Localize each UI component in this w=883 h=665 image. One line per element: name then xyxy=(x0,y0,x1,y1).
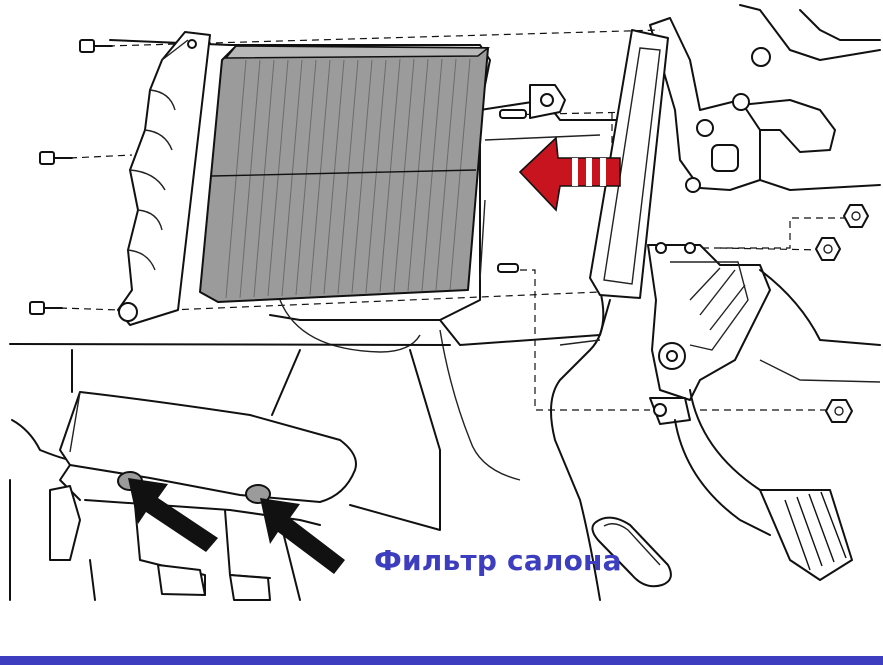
filter-cover xyxy=(117,31,211,326)
floor-opening xyxy=(591,516,672,588)
pedal-assembly xyxy=(647,242,881,581)
heater-housing xyxy=(9,39,626,601)
red-insert-arrow-icon xyxy=(518,136,621,212)
filter-bracket xyxy=(497,84,566,273)
bottom-accent-bar xyxy=(0,656,883,665)
diagram-caption: Фильтр салона xyxy=(374,544,622,577)
nuts-right xyxy=(815,204,869,423)
filter-slot-frame xyxy=(589,29,669,299)
screws-left xyxy=(29,39,113,315)
black-pointer-arrow-icon xyxy=(128,478,345,574)
lower-pedals xyxy=(49,485,301,601)
cabin-filter-element xyxy=(199,45,491,303)
bottom-bar-fill xyxy=(0,656,883,665)
pedal-bracket-upper xyxy=(649,4,881,193)
